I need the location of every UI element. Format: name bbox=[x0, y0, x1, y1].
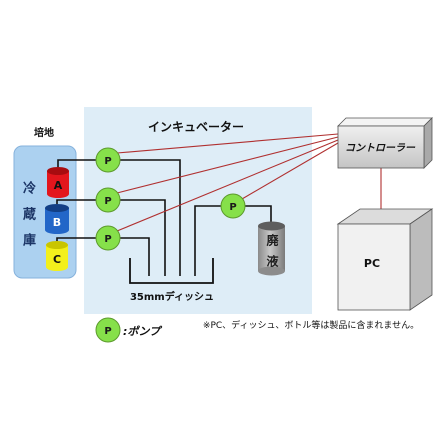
tube-pump3-to-dish bbox=[120, 237, 150, 276]
legend-pump-circle bbox=[95, 317, 121, 343]
controller-box-front bbox=[337, 125, 425, 169]
waste-bottle bbox=[258, 221, 285, 276]
tube-dish-to-pump4 bbox=[194, 205, 221, 276]
pump-4-circle bbox=[220, 193, 246, 219]
dish-outline bbox=[129, 258, 214, 284]
bottle-b-bottom bbox=[45, 226, 69, 234]
tube-b-to-pump bbox=[56, 199, 96, 204]
pump-4-letter: P bbox=[229, 202, 236, 213]
pc-box-front bbox=[337, 223, 411, 311]
controller-box: コントローラー bbox=[337, 117, 433, 169]
bottle-c-body bbox=[46, 245, 68, 267]
tube-c-to-pump bbox=[56, 237, 96, 241]
bottle-b-body bbox=[45, 208, 69, 230]
pump-4: P bbox=[220, 193, 246, 219]
control-line-pump1 bbox=[116, 133, 339, 154]
tube-pump4-to-waste bbox=[245, 205, 272, 222]
bottle-a: A bbox=[47, 167, 69, 198]
bottle-b: B bbox=[45, 204, 69, 234]
bottle-a-top bbox=[47, 167, 69, 175]
tube-lines bbox=[56, 159, 272, 276]
bottle-c-top bbox=[46, 241, 68, 249]
bottle-b-top bbox=[45, 204, 69, 212]
incubator-area bbox=[84, 107, 312, 314]
waste-label: 廃液 bbox=[265, 234, 279, 276]
bottle-a-body bbox=[47, 171, 69, 194]
bottle-c-label: C bbox=[53, 253, 61, 266]
control-line-pump4 bbox=[241, 142, 339, 200]
controller-label: コントローラー bbox=[345, 143, 416, 154]
dish-label: 35mmディッシュ bbox=[130, 290, 214, 303]
control-line-pump3 bbox=[116, 139, 339, 232]
tube-pump2-to-dish bbox=[120, 199, 166, 276]
bottle-b-label: B bbox=[53, 216, 61, 229]
pump-1-letter: P bbox=[104, 156, 111, 167]
tube-pump1-to-dish bbox=[120, 159, 181, 276]
pump-3-circle bbox=[95, 225, 121, 251]
tube-a-to-pump bbox=[57, 159, 96, 167]
controller-box-top bbox=[337, 117, 433, 127]
pump-1: P bbox=[95, 147, 121, 173]
refrigerator-label: 冷蔵庫 bbox=[20, 181, 35, 259]
bottle-a-label: A bbox=[54, 179, 63, 192]
bottle-c-bottom bbox=[46, 263, 68, 271]
pump-3-letter: P bbox=[104, 234, 111, 245]
pc-label: PC bbox=[364, 257, 380, 270]
control-line-pump2 bbox=[116, 136, 339, 194]
pump-3: P bbox=[95, 225, 121, 251]
waste-bottle-top bbox=[258, 221, 285, 231]
pc-box: PC bbox=[336, 208, 434, 311]
incubator-label: インキュベーター bbox=[148, 120, 244, 134]
legend-pump-text: :ポンプ bbox=[123, 325, 163, 338]
exclusion-note: ※PC、ディッシュ、ボトル等は製品に含まれません。 bbox=[203, 319, 419, 331]
bottle-c: C bbox=[46, 241, 68, 271]
bottle-a-bottom bbox=[47, 190, 69, 198]
pump-2-letter: P bbox=[104, 196, 111, 207]
control-lines bbox=[116, 133, 382, 232]
medium-label: 培地 bbox=[34, 126, 54, 139]
controller-box-side bbox=[423, 117, 433, 169]
pump-2: P bbox=[95, 187, 121, 213]
pump-2-circle bbox=[95, 187, 121, 213]
waste-bottle-body bbox=[258, 226, 285, 271]
pc-box-side bbox=[409, 208, 433, 311]
legend-pump-letter: P bbox=[104, 326, 111, 337]
pump-1-circle bbox=[95, 147, 121, 173]
waste-bottle-bottom bbox=[258, 266, 285, 276]
legend: P :ポンプ bbox=[95, 317, 163, 343]
